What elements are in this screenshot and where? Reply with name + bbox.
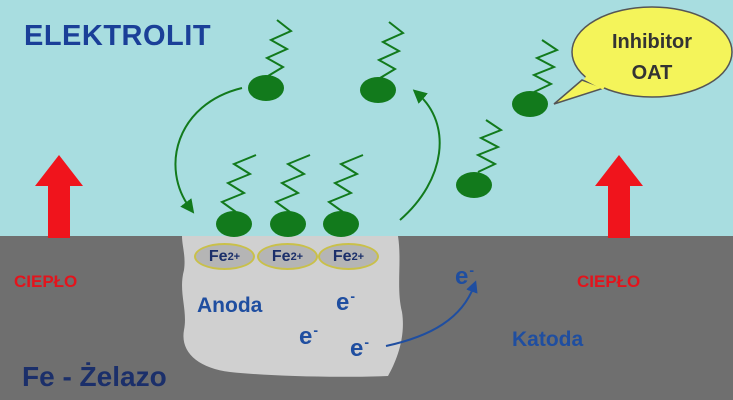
- ion-charge: 2+: [290, 250, 304, 263]
- heat-arrow-left: [35, 155, 83, 238]
- electron: e-: [350, 334, 369, 363]
- molecule-tail: [376, 21, 405, 79]
- electron-charge: -: [469, 262, 475, 278]
- desorption-arrow: [399, 89, 441, 221]
- metal-label: Fe - Żelazo: [22, 361, 167, 392]
- heat-label-left: CIEPŁO: [14, 272, 78, 291]
- heat-label-right: CIEPŁO: [577, 272, 641, 291]
- electron-symbol: e: [299, 323, 313, 350]
- ion-symbol: Fe: [271, 247, 291, 265]
- ion-symbol: Fe: [208, 247, 228, 265]
- anode-label: Anoda: [197, 294, 263, 317]
- molecule-tail: [475, 119, 504, 173]
- molecule-tail: [531, 39, 560, 93]
- electron: e-: [299, 322, 318, 351]
- ion-symbol: Fe: [332, 247, 352, 265]
- electron: e-: [336, 288, 355, 317]
- inhibitor-molecule: [360, 77, 396, 103]
- ion-charge: 2+: [227, 250, 241, 263]
- inhibitor-bubble-text: Inhibitor OAT: [585, 27, 719, 89]
- inhibitor-molecule: [248, 75, 284, 101]
- electron-charge: -: [350, 288, 356, 304]
- electron-charge: -: [364, 334, 370, 350]
- molecule-tail: [326, 154, 364, 213]
- inhibitor-molecule: [323, 211, 359, 237]
- electron-symbol: e: [350, 335, 364, 362]
- electron-charge: -: [313, 322, 319, 338]
- electron-symbol: e: [455, 263, 469, 290]
- inhibitor-molecule: [512, 91, 548, 117]
- molecule-tail: [264, 19, 293, 77]
- ion-charge: 2+: [351, 250, 365, 263]
- heat-arrow-right: [595, 155, 643, 238]
- inhibitor-molecule: [270, 211, 306, 237]
- molecule-tail: [273, 154, 311, 213]
- electrolyte-title: ELEKTROLIT: [24, 20, 212, 52]
- bubble-joint: [584, 76, 605, 90]
- molecule-tail: [219, 154, 257, 213]
- inhibitor-molecule: [456, 172, 492, 198]
- electron-flow-arrow: [385, 280, 478, 347]
- speech-bubble: [571, 6, 733, 98]
- inhibitor-molecule: [216, 211, 252, 237]
- inhibitor-line-1: Inhibitor: [612, 31, 692, 53]
- anode-region: [182, 236, 403, 377]
- adsorption-arrow: [174, 87, 243, 214]
- electron: e-: [455, 262, 474, 291]
- electron-symbol: e: [336, 289, 350, 316]
- inhibitor-line-2: OAT: [631, 62, 673, 84]
- cathode-label: Katoda: [512, 328, 584, 351]
